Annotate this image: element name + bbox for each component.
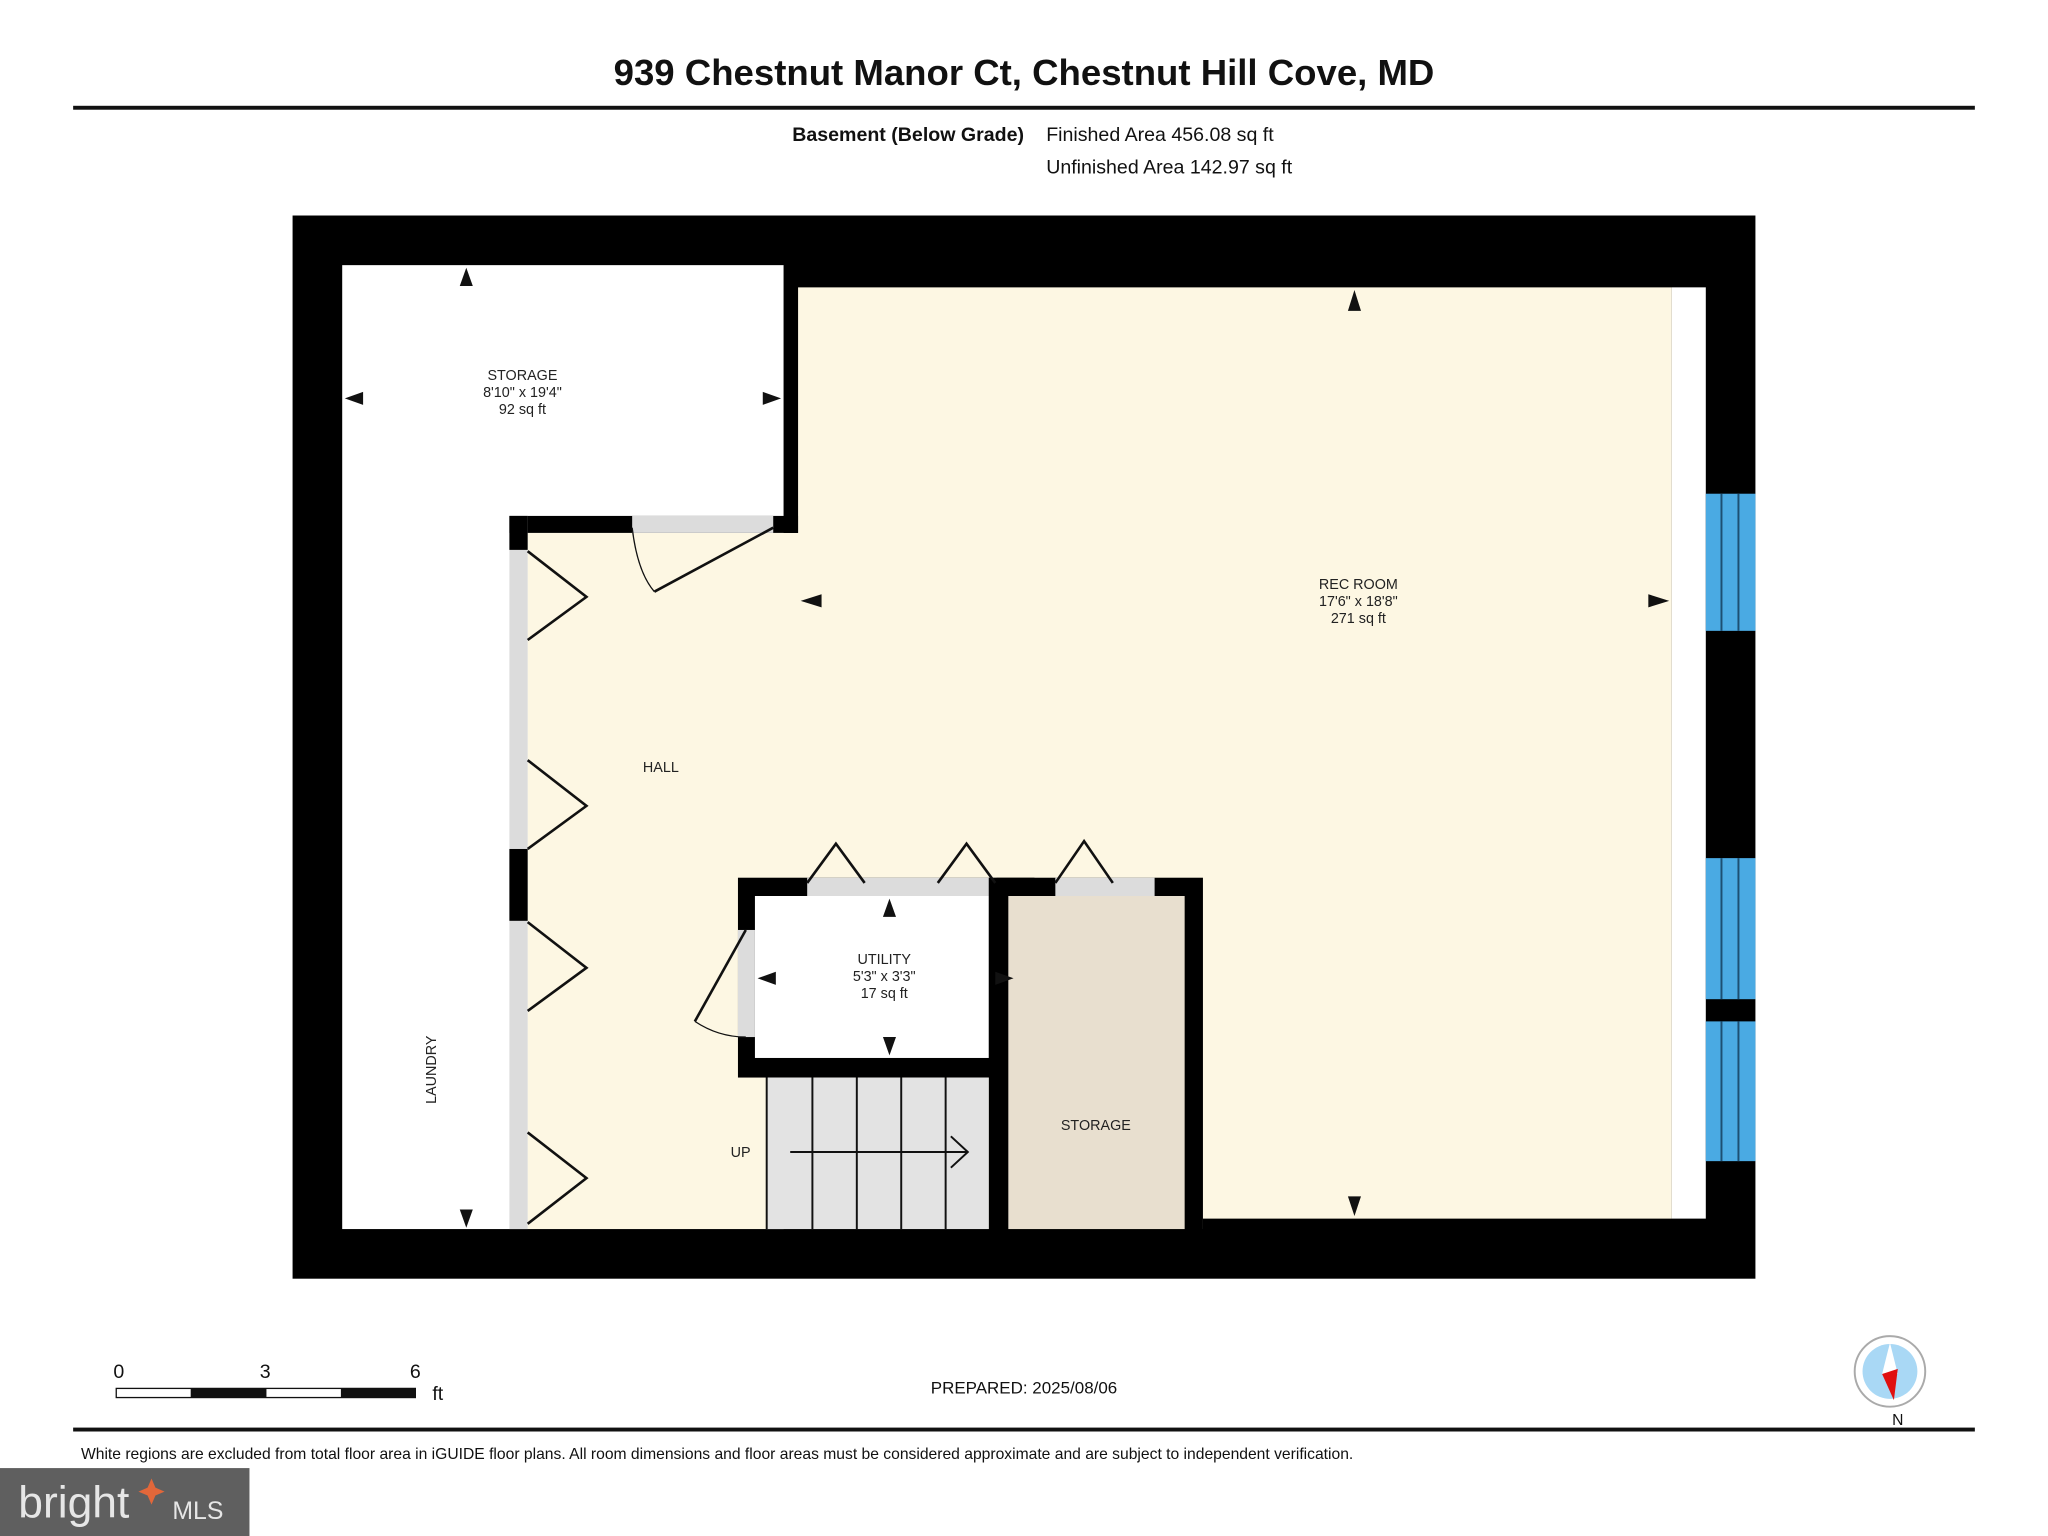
wall [783,265,799,533]
wall [509,848,528,921]
room-dims-utility: 5'3" x 3'3" [853,969,916,985]
unfinished-area: Unfinished Area 142.97 sq ft [1046,157,1293,179]
window [1705,1021,1756,1162]
bright-mls-logo: bright MLS [0,1468,250,1536]
scale-bar: 0 3 6 ft [113,1361,443,1405]
window [1705,858,1756,1000]
dimension-arrows [344,267,1670,1228]
scale-tick-3: 3 [260,1361,271,1383]
disclaimer: White regions are excluded from total fl… [81,1446,1353,1463]
room-area-storage: 92 sq ft [499,402,546,418]
scale-tick-0: 0 [113,1361,124,1383]
unfinished-strip [1671,287,1706,1219]
room-area-rec-room: 271 sq ft [1331,611,1386,627]
room-name-utility: UTILITY [858,952,912,968]
storage-room [1008,896,1185,1230]
door-opening [1055,877,1155,896]
header-divider [73,105,1975,110]
room-name-rec-room: REC ROOM [1319,577,1398,593]
finished-area: Finished Area 456.08 sq ft [1046,124,1274,146]
utility-room [754,896,1017,1058]
room-dims-storage: 8'10" x 19'4" [483,385,562,401]
room-name-laundry: LAUNDRY [424,1035,440,1104]
floor-plan: STORAGE 8'10" x 19'4" 92 sq ft REC ROOM … [292,215,1756,1279]
door-opening [807,877,997,896]
scale-unit: ft [432,1383,443,1405]
room-name-storage-2: STORAGE [1061,1118,1131,1134]
scale-tick-6: 6 [410,1361,421,1383]
compass-icon: N [1853,1335,1927,1429]
room-name-hall: HALL [643,760,679,776]
door-opening [737,929,755,1038]
prepared-date: PREPARED: 2025/08/06 [931,1379,1117,1398]
stair-treads [765,1077,947,1230]
room-name-storage: STORAGE [487,368,557,384]
stairs [766,1077,989,1230]
room-dims-rec-room: 17'6" x 18'8" [1319,594,1398,610]
door-opening [632,515,774,533]
room-area-utility: 17 sq ft [861,986,908,1002]
wall [509,515,528,550]
stairs-arrow-icon [790,1135,970,1169]
window [1705,493,1756,631]
logo-text: bright [18,1479,130,1528]
level-label: Basement (Below Grade) [792,124,1024,146]
logo-star-icon [138,1478,165,1505]
compass-north-label: N [1892,1412,1903,1429]
door-swings [526,526,1114,1225]
footer-divider [73,1427,1975,1432]
stairs-label: UP [731,1145,751,1161]
windows [1705,493,1756,1162]
logo-suffix: MLS [172,1498,223,1525]
page-title: 939 Chestnut Manor Ct, Chestnut Hill Cov… [614,52,1435,93]
